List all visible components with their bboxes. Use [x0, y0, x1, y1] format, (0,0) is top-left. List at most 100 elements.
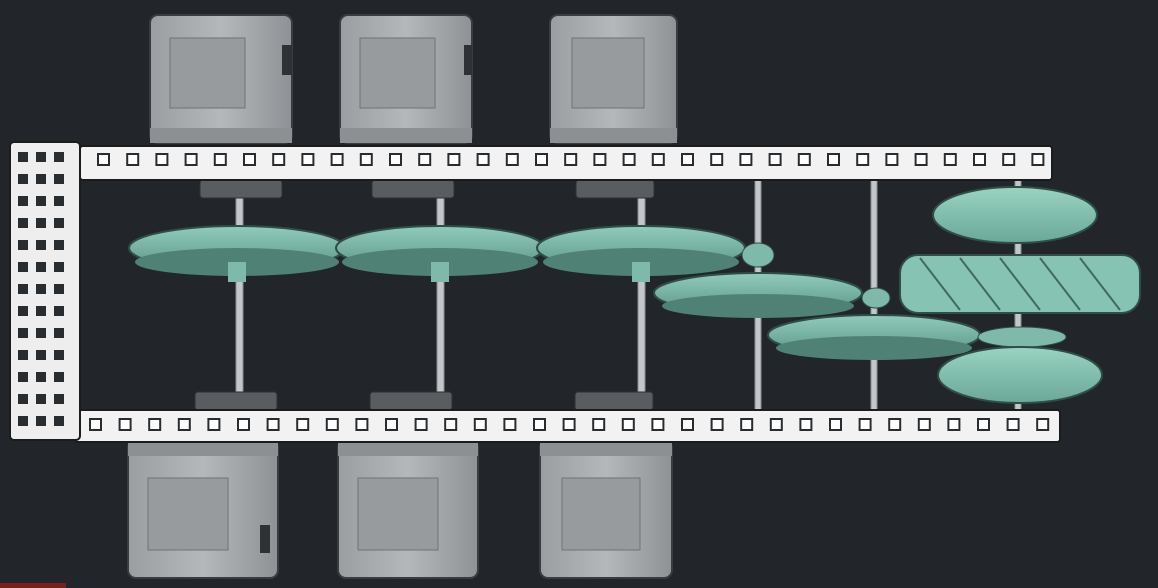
shaft-3: [637, 194, 646, 396]
channel-hole: [18, 416, 28, 426]
rail-hole: [740, 418, 754, 431]
rail-hole: [325, 418, 339, 431]
channel-hole: [54, 174, 64, 184]
bearings: [194, 179, 655, 411]
corner-badge: [0, 583, 66, 588]
channel-hole: [54, 372, 64, 382]
top-rail: [79, 145, 1053, 181]
channel-hole: [36, 416, 46, 426]
motor-bottom-3: [539, 439, 673, 579]
rail-hole: [562, 418, 576, 431]
channel-hole: [36, 350, 46, 360]
rail-hole: [914, 153, 928, 166]
rail-hole: [622, 153, 636, 166]
wheel-assembly: [899, 186, 1141, 404]
rail-hole: [651, 153, 665, 166]
channel-hole: [54, 196, 64, 206]
rail-hole: [593, 153, 607, 166]
gear-1: [128, 225, 346, 282]
rail-hole: [385, 418, 398, 431]
rail-hole: [681, 418, 694, 431]
rail-hole: [444, 418, 458, 431]
rail-hole: [266, 418, 280, 431]
rail-hole: [1036, 418, 1050, 431]
rail-hole: [355, 418, 369, 431]
rail-hole: [827, 153, 840, 166]
rail-hole: [118, 418, 132, 431]
channel-hole: [54, 350, 64, 360]
channel-hole: [18, 394, 28, 404]
rail-hole: [418, 153, 432, 166]
channel-hole: [18, 350, 28, 360]
rail-hole: [888, 418, 902, 431]
channel-hole: [36, 152, 46, 162]
channel-hole: [18, 152, 28, 162]
rail-hole: [799, 418, 813, 431]
gear-2: [335, 225, 545, 282]
channel-hole: [18, 240, 28, 250]
rail-hole: [710, 418, 724, 431]
rail-hole: [148, 418, 162, 431]
idler-gear-2: [767, 287, 981, 360]
channel-hole: [54, 152, 64, 162]
rail-hole: [97, 153, 110, 166]
rail-hole: [296, 418, 310, 431]
motor-top-1: [149, 14, 293, 144]
rail-hole: [1006, 418, 1020, 431]
rail-hole: [1002, 153, 1016, 166]
rail-hole: [973, 153, 986, 166]
motors-bottom: [127, 439, 673, 579]
channel-hole: [18, 262, 28, 272]
rail-hole: [473, 418, 487, 431]
rail-hole: [977, 418, 990, 431]
channel-hole: [18, 174, 28, 184]
channel-hole: [54, 416, 64, 426]
rail-hole: [359, 153, 373, 166]
rail-hole: [829, 418, 842, 431]
rail-hole: [592, 418, 606, 431]
channel-hole: [36, 240, 46, 250]
channel-hole: [18, 196, 28, 206]
shaft-2: [436, 194, 445, 396]
channel-hole: [54, 218, 64, 228]
channel-hole: [36, 306, 46, 316]
rail-hole: [885, 153, 899, 166]
channel-hole: [36, 372, 46, 382]
motor-bottom-1: [127, 439, 279, 579]
channel-hole: [36, 262, 46, 272]
motor-top-3: [549, 14, 678, 144]
channel-hole: [18, 372, 28, 382]
channel-hole: [36, 196, 46, 206]
channel-hole: [18, 328, 28, 338]
rail-hole: [1031, 153, 1045, 166]
left-c-channel: [9, 141, 81, 441]
wheel-tire-bottom: [937, 346, 1103, 404]
shaft-1: [235, 194, 244, 396]
channel-hole: [54, 240, 64, 250]
channel-hole: [54, 284, 64, 294]
rail-hole: [505, 153, 519, 166]
channel-hole: [54, 394, 64, 404]
channel-hole: [36, 328, 46, 338]
rail-hole: [533, 418, 546, 431]
rail-hole: [389, 153, 402, 166]
rail-hole: [301, 153, 315, 166]
rail-hole: [330, 153, 344, 166]
rail-hole: [155, 153, 169, 166]
channel-hole: [36, 284, 46, 294]
rail-hole: [207, 418, 221, 431]
motors-top: [149, 14, 678, 144]
rail-hole: [414, 418, 428, 431]
rail-hole: [126, 153, 140, 166]
motor-bottom-2: [337, 439, 479, 579]
channel-hole: [36, 218, 46, 228]
motor-top-2: [339, 14, 473, 144]
channel-hole: [18, 306, 28, 316]
rail-hole: [769, 418, 783, 431]
rail-hole: [858, 418, 872, 431]
channel-hole: [18, 284, 28, 294]
rail-hole: [564, 153, 578, 166]
channel-hole: [54, 328, 64, 338]
wheel-tire-top: [932, 186, 1098, 244]
